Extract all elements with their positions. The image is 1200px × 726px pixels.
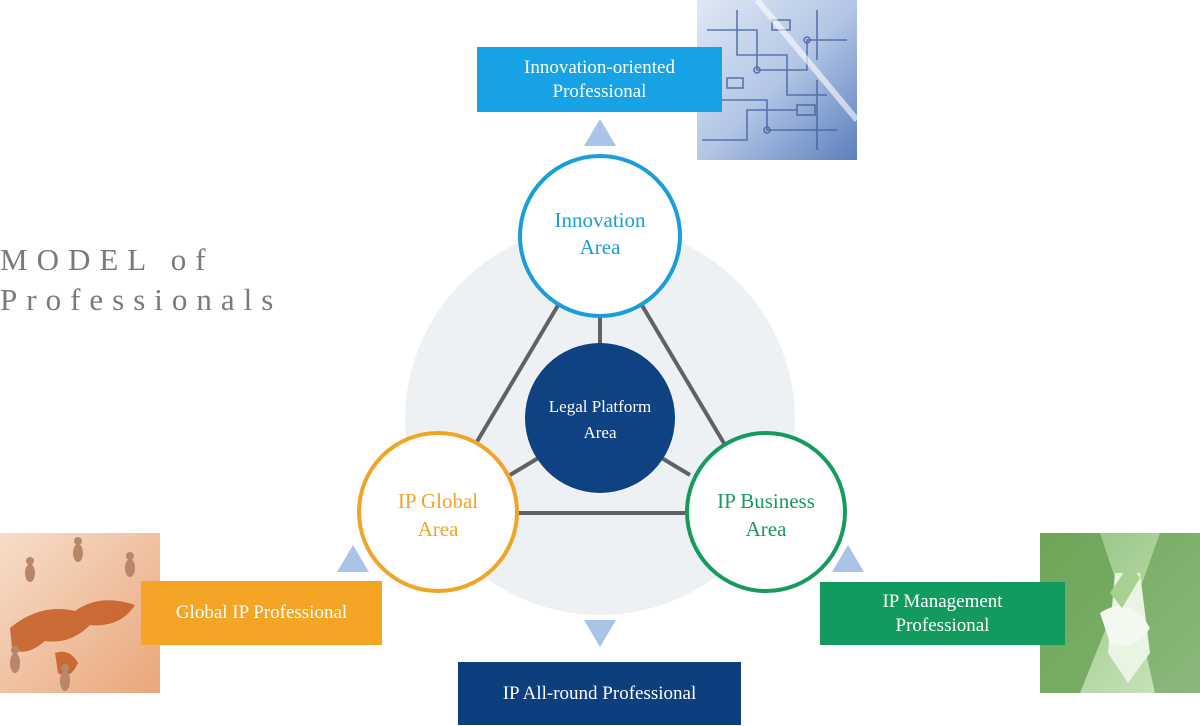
global-area-line2: Area (418, 517, 459, 541)
innovation-oriented-professional-box: Innovation-oriented Professional (477, 47, 722, 112)
connector-legal-global (508, 455, 542, 477)
allround-professional-label: IP All-round Professional (502, 682, 697, 704)
arrow-right-up-icon (832, 545, 864, 572)
legal-area-line2: Area (583, 423, 616, 442)
global-ip-professional-box: Global IP Professional (141, 581, 382, 645)
arrow-up-icon (584, 119, 616, 146)
innovation-area-node: Innovation Area (518, 154, 682, 318)
ip-global-area-node: IP Global Area (357, 431, 519, 593)
global-area-line1: IP Global (398, 489, 478, 513)
innovation-professional-label: Innovation-oriented Professional (524, 56, 675, 102)
diagram-title: MODEL of Professionals (0, 240, 282, 320)
circuit-diagram-photo (697, 0, 857, 160)
innovation-area-line2: Area (580, 235, 621, 259)
title-line-2: Professionals (0, 282, 283, 317)
business-area-line1: IP Business (717, 489, 815, 513)
connector-innovation-global (473, 300, 562, 447)
ip-all-round-professional-box: IP All-round Professional (458, 662, 741, 725)
title-line-1: MODEL of (0, 242, 215, 277)
ip-business-area-node: IP Business Area (685, 431, 847, 593)
arrow-left-up-icon (337, 545, 369, 572)
business-tie-photo (1040, 533, 1200, 693)
legal-area-line1: Legal Platform (549, 397, 651, 416)
ip-management-professional-box: IP Management Professional (820, 582, 1065, 645)
connector-lines (473, 300, 727, 515)
arrow-down-icon (584, 620, 616, 647)
innovation-area-line1: Innovation (555, 208, 646, 232)
business-area-line2: Area (746, 517, 787, 541)
global-professional-label: Global IP Professional (175, 602, 348, 623)
connector-legal-business (658, 455, 692, 477)
management-professional-label: IP Management Professional (882, 590, 1003, 636)
world-map-people-photo (0, 533, 160, 693)
arrows (337, 119, 864, 647)
connector-innovation-business (638, 300, 727, 447)
legal-platform-node: Legal Platform Area (525, 343, 675, 493)
